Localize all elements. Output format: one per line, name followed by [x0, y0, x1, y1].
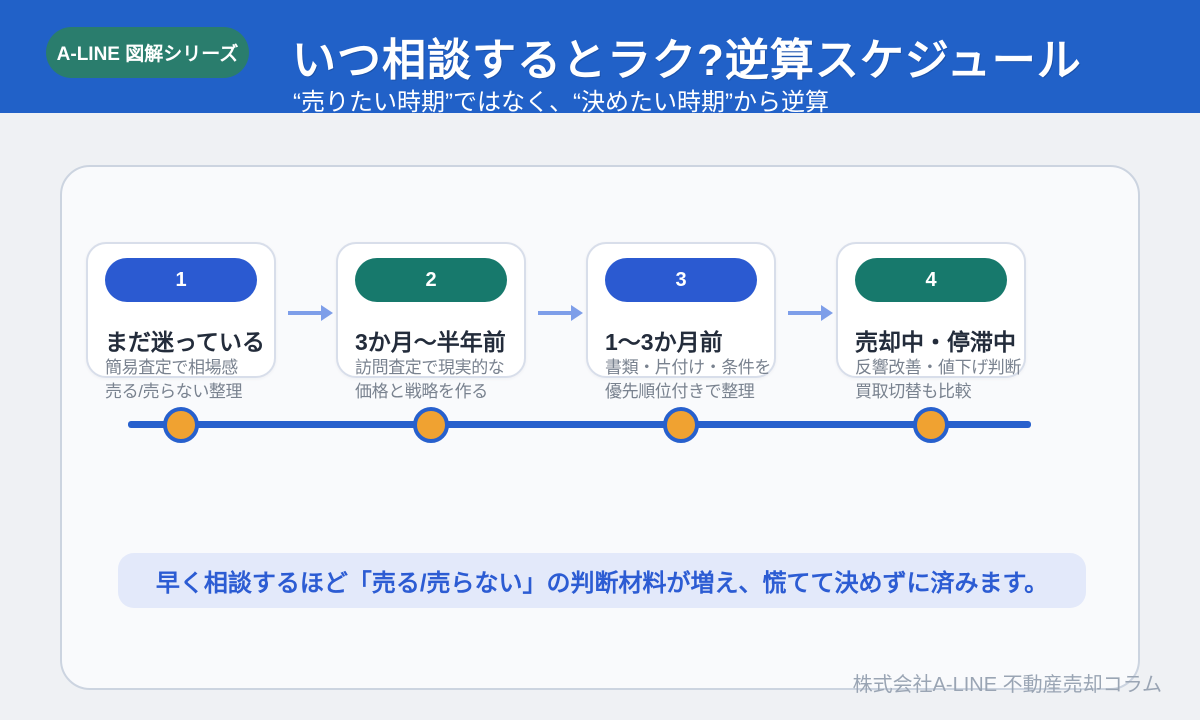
summary-callout: 早く相談するほど「売る/売らない」の判断材料が増え、慌てて決めずに済みます。 [118, 553, 1086, 608]
step-4-number: 4 [925, 268, 937, 291]
step-2-number: 2 [425, 268, 437, 291]
step-4-title: 売却中・停滞中 [855, 329, 1016, 355]
step-1-number-pill: 1 [105, 258, 257, 302]
page-title: いつ相談するとラク?逆算スケジュール [292, 36, 1082, 85]
step-4-number-pill: 4 [855, 258, 1007, 302]
step-3-number-pill: 3 [605, 258, 757, 302]
step-1-number: 1 [175, 268, 187, 291]
step-3-description-line2: 優先順位付きで整理 [605, 382, 755, 401]
arrow-right-icon [288, 305, 333, 321]
step-2-description: 訪問査定で現実的な 価格と戦略を作る [355, 356, 505, 404]
timeline-bar [128, 421, 1031, 428]
timeline-dot-3 [663, 407, 699, 443]
step-3-title: 1〜3か月前 [605, 329, 723, 355]
page-subtitle: “売りたい時期”ではなく、“決めたい時期”から逆算 [293, 89, 829, 116]
footer-credit: 株式会社A-LINE 不動産売却コラム [852, 674, 1162, 696]
summary-callout-text: 早く相談するほど「売る/売らない」の判断材料が増え、慌てて決めずに済みます。 [155, 570, 1049, 597]
step-4-description-line2: 買取切替も比較 [855, 382, 972, 401]
timeline-dot-2 [413, 407, 449, 443]
step-2-description-line2: 価格と戦略を作る [355, 382, 488, 401]
step-1-description: 簡易査定で相場感 売る/売らない整理 [105, 356, 243, 404]
timeline-dot-1 [163, 407, 199, 443]
arrow-right-icon [538, 305, 583, 321]
step-2-number-pill: 2 [355, 258, 507, 302]
step-2-description-line1: 訪問査定で現実的な [355, 358, 505, 377]
step-1-description-line2: 売る/売らない整理 [105, 382, 243, 401]
step-1-title: まだ迷っている [105, 329, 265, 355]
step-4-description-line1: 反響改善・値下げ判断 [855, 358, 1021, 377]
step-2-title: 3か月〜半年前 [355, 329, 506, 355]
series-badge-label: A-LINE 図解シリーズ [56, 44, 239, 65]
step-3-description: 書類・片付け・条件を 優先順位付きで整理 [605, 356, 771, 404]
arrow-right-icon [788, 305, 833, 321]
series-badge: A-LINE 図解シリーズ [46, 27, 249, 78]
header-band: A-LINE 図解シリーズ いつ相談するとラク?逆算スケジュール “売りたい時期… [0, 0, 1200, 116]
step-3-description-line1: 書類・片付け・条件を [605, 358, 771, 377]
step-3-number: 3 [675, 268, 687, 291]
step-4-description: 反響改善・値下げ判断 買取切替も比較 [855, 356, 1021, 404]
step-1-description-line1: 簡易査定で相場感 [105, 358, 238, 377]
timeline-dot-4 [913, 407, 949, 443]
